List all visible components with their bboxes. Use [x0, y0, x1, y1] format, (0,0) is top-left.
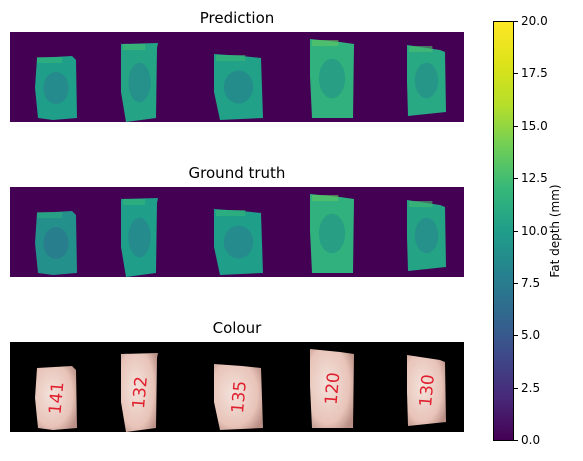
heatmap-sample-5-core — [414, 217, 439, 254]
heatmap-sample-5-core — [414, 62, 439, 99]
colorbar-tick-label: 10.0 — [521, 223, 548, 238]
colorbar-tick — [514, 21, 518, 22]
meat-sample-1 — [35, 366, 77, 430]
colorbar-tick-label: 12.5 — [521, 171, 548, 186]
heatmap-sample-3-core — [223, 70, 254, 104]
sample-id-label-5: 130 — [416, 374, 439, 408]
colorbar-tick — [514, 335, 518, 337]
heatmap-sample-1-edge — [37, 212, 63, 218]
sample-id-label-4: 120 — [322, 372, 345, 406]
colour-image: 141 132 135 120 130 — [10, 342, 464, 432]
colorbar-label: Fat depth (mm) — [548, 184, 562, 278]
colorbar-tick — [514, 178, 518, 180]
colorbar-tick — [514, 440, 518, 441]
prediction-heatmap — [10, 32, 464, 122]
heatmap-sample-4-core — [318, 213, 346, 254]
heatmap-sample-3-core — [223, 225, 254, 259]
colorbar-tick-label: 5.0 — [521, 328, 541, 343]
meat-sample-4 — [310, 349, 354, 428]
heatmap-sample-2-core — [128, 62, 151, 103]
meat-sample-3 — [214, 364, 263, 430]
heatmap-sample-4-edge — [312, 40, 339, 46]
sample-id-label-1: 141 — [46, 381, 69, 415]
heatmap-sample-3-edge — [216, 55, 246, 61]
colorbar-tick-label: 20.0 — [521, 14, 548, 28]
heatmap-sample-2-edge — [123, 44, 146, 50]
colorbar-tick — [514, 282, 518, 284]
meat-sample-2 — [121, 353, 158, 432]
panel-title-ground-truth: Ground truth — [188, 164, 286, 182]
sample-id-label-2: 132 — [129, 376, 152, 410]
colorbar-tick-label: 17.5 — [521, 66, 548, 81]
heatmap-sample-2-core — [128, 217, 151, 258]
heatmap-sample-5-edge — [409, 201, 433, 207]
colorbar-tick — [514, 73, 518, 75]
colorbar-tick — [514, 387, 518, 389]
colorbar — [493, 21, 514, 441]
heatmap-sample-1-core — [43, 72, 69, 104]
colorbar-tick-label: 7.5 — [521, 275, 541, 290]
sample-id-label-3: 135 — [228, 380, 251, 414]
heatmap-sample-2-edge — [123, 199, 146, 205]
heatmap-sample-4-core — [318, 58, 346, 99]
ground-truth-heatmap — [10, 187, 464, 277]
heatmap-sample-1-edge — [37, 57, 63, 63]
colorbar-tick-label: 0.0 — [521, 433, 541, 447]
panel-title-colour: Colour — [212, 319, 262, 337]
meat-sample-5 — [407, 355, 446, 426]
panel-title-prediction: Prediction — [199, 9, 275, 27]
heatmap-sample-5-edge — [409, 46, 433, 52]
heatmap-sample-3-edge — [216, 210, 246, 216]
colorbar-tick — [514, 230, 518, 232]
heatmap-sample-1-core — [43, 227, 69, 259]
colorbar-tick-label: 2.5 — [521, 380, 541, 395]
colorbar-tick-label: 15.0 — [521, 118, 548, 133]
colorbar-tick — [514, 125, 518, 127]
heatmap-sample-4-edge — [312, 195, 339, 201]
